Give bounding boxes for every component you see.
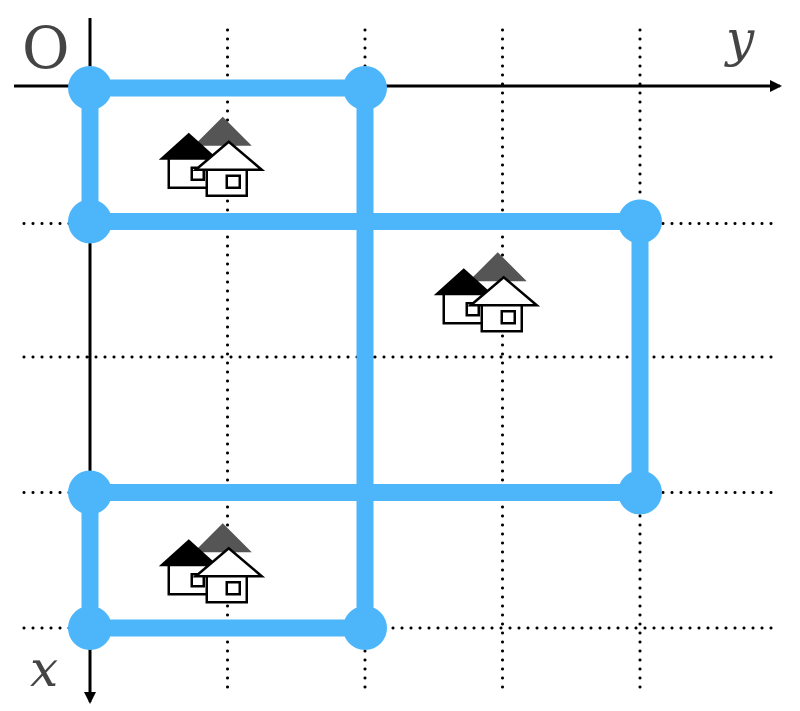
houses-icon <box>433 252 541 333</box>
path-node <box>68 199 112 244</box>
back-house-roof <box>468 252 527 282</box>
houses-icon <box>158 523 266 604</box>
house-window <box>225 581 241 596</box>
white-house-roof <box>467 275 541 307</box>
front-house-roof <box>433 268 494 296</box>
front-house-roof <box>158 132 219 160</box>
path-node <box>343 66 387 110</box>
x-axis-label: x <box>30 640 59 698</box>
back-house-roof <box>193 116 252 146</box>
y-axis-label: y <box>726 10 755 68</box>
house-window <box>225 174 241 189</box>
path-node <box>68 66 112 110</box>
path-node <box>618 199 662 244</box>
houses-icon <box>158 116 266 197</box>
white-house-roof <box>192 546 266 578</box>
house-window <box>500 310 516 325</box>
path-node <box>343 606 387 650</box>
path-node <box>68 470 112 515</box>
path-node <box>68 606 112 650</box>
back-house-roof <box>193 523 252 553</box>
front-house-roof <box>158 539 219 567</box>
origin-label: O <box>22 14 70 82</box>
white-house-roof <box>192 140 266 171</box>
path-node <box>618 470 662 515</box>
